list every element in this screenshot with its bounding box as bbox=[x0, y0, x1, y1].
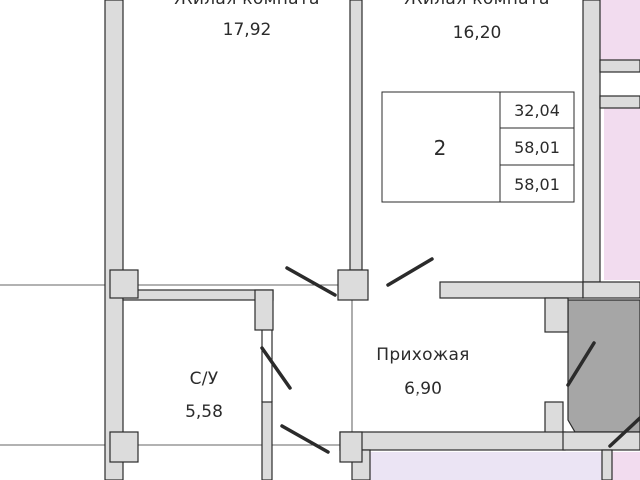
room-area-bathroom: 5,58 bbox=[185, 402, 223, 422]
door-jambs bbox=[261, 330, 273, 402]
table-row-1: 32,04 bbox=[514, 101, 560, 120]
watermark: ЦИАН bbox=[413, 387, 528, 427]
room-name-bedroom-1: Жилая комната bbox=[174, 0, 320, 9]
door-bedroom-1 bbox=[285, 266, 337, 297]
door-bathroom bbox=[260, 346, 292, 390]
door-bottom-right bbox=[608, 416, 640, 448]
neighbor-pink-top bbox=[600, 0, 640, 60]
neighbor-lavender-bottom bbox=[370, 452, 602, 480]
room-name-bedroom-2: Жилая комната bbox=[404, 0, 550, 9]
door-bathroom-lower bbox=[280, 424, 330, 454]
door-bedroom-2 bbox=[386, 257, 434, 287]
table-row-3: 58,01 bbox=[514, 175, 560, 194]
room-area-bedroom-2: 16,20 bbox=[453, 23, 502, 43]
room-name-bathroom: С/У bbox=[190, 369, 219, 389]
neighbor-pink-middle bbox=[604, 108, 640, 280]
apartment-table bbox=[381, 91, 575, 203]
table-row-2: 58,01 bbox=[514, 138, 560, 157]
columns bbox=[109, 269, 369, 463]
room-area-hallway: 6,90 bbox=[404, 379, 442, 399]
room-name-hallway: Прихожая bbox=[376, 345, 469, 365]
rooms-count: 2 bbox=[434, 136, 447, 160]
axis-lines bbox=[0, 270, 360, 480]
walls bbox=[104, 0, 640, 480]
door-shaft bbox=[566, 341, 596, 387]
neighbor-areas bbox=[370, 0, 640, 480]
room-area-bedroom-1: 17,92 bbox=[223, 20, 272, 40]
doors bbox=[260, 257, 640, 454]
